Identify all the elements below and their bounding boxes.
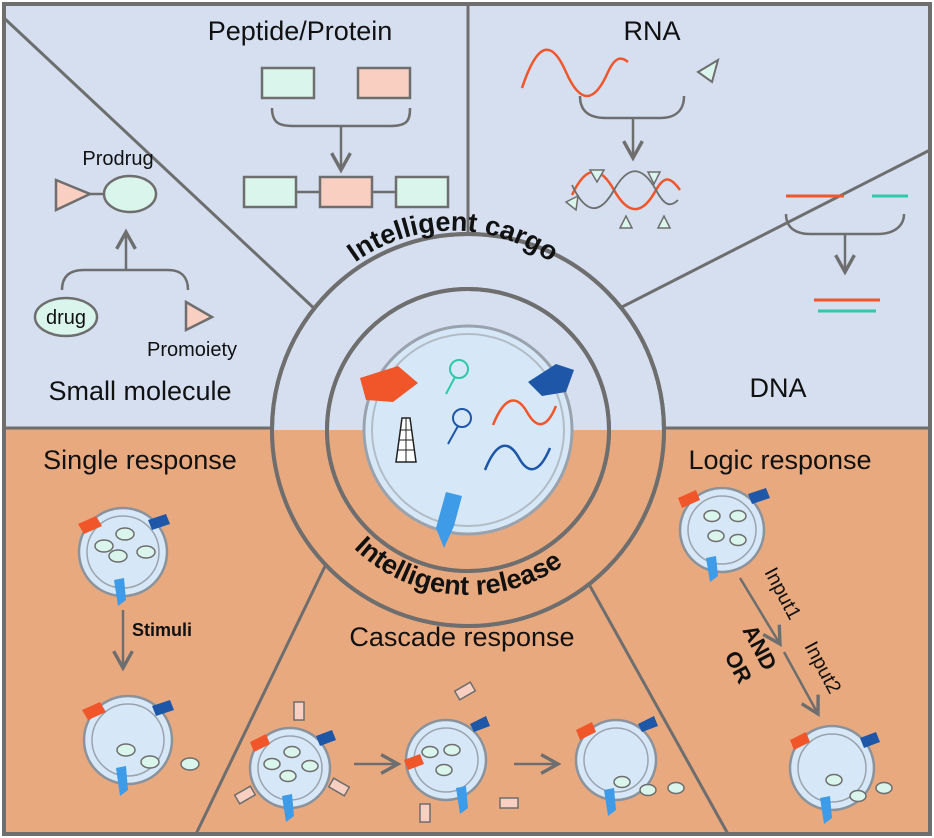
peptide-diagram — [242, 66, 450, 209]
single-response-title: Single response — [43, 445, 237, 475]
teal-probe-icon — [445, 359, 469, 395]
dna-title: DNA — [749, 373, 806, 403]
small-molecule-diagram — [54, 174, 215, 333]
rna-title: RNA — [623, 16, 680, 46]
prodrug-label: Prodrug — [82, 148, 153, 170]
single-vesicle-before — [77, 506, 170, 606]
navy-rna-strand — [483, 444, 552, 471]
cascade-vesicle-2 — [404, 681, 519, 823]
single-vesicle-after — [82, 694, 200, 796]
cascade-response-title: Cascade response — [349, 622, 574, 652]
navy-probe-icon — [447, 408, 472, 445]
promoiety-label: Promoiety — [147, 339, 237, 361]
logic-vesicle-after — [788, 724, 893, 824]
orange-rna-strand — [491, 399, 558, 426]
navy-ligand-icon — [528, 364, 574, 396]
logic-response-title: Logic response — [688, 445, 871, 475]
peptide-protein-title: Peptide/Protein — [208, 16, 393, 46]
rna-diagram — [520, 48, 720, 229]
dna-diagram — [784, 194, 908, 313]
core-vesicle — [362, 324, 574, 536]
drug-text: drug — [46, 307, 86, 329]
cascade-vesicle-1 — [233, 701, 351, 822]
cascade-vesicle-3 — [574, 716, 685, 816]
particle-grid-icon — [395, 417, 417, 463]
input2-arrow — [782, 651, 820, 718]
stimuli-label: Stimuli — [132, 620, 192, 640]
sky-ligand-icon — [436, 492, 462, 548]
small-molecule-title: Small molecule — [48, 376, 231, 406]
input1-arrow — [738, 577, 782, 647]
drug-ellipse — [33, 296, 99, 338]
logic-vesicle-before — [678, 486, 770, 582]
orange-ligand-icon — [360, 366, 418, 402]
